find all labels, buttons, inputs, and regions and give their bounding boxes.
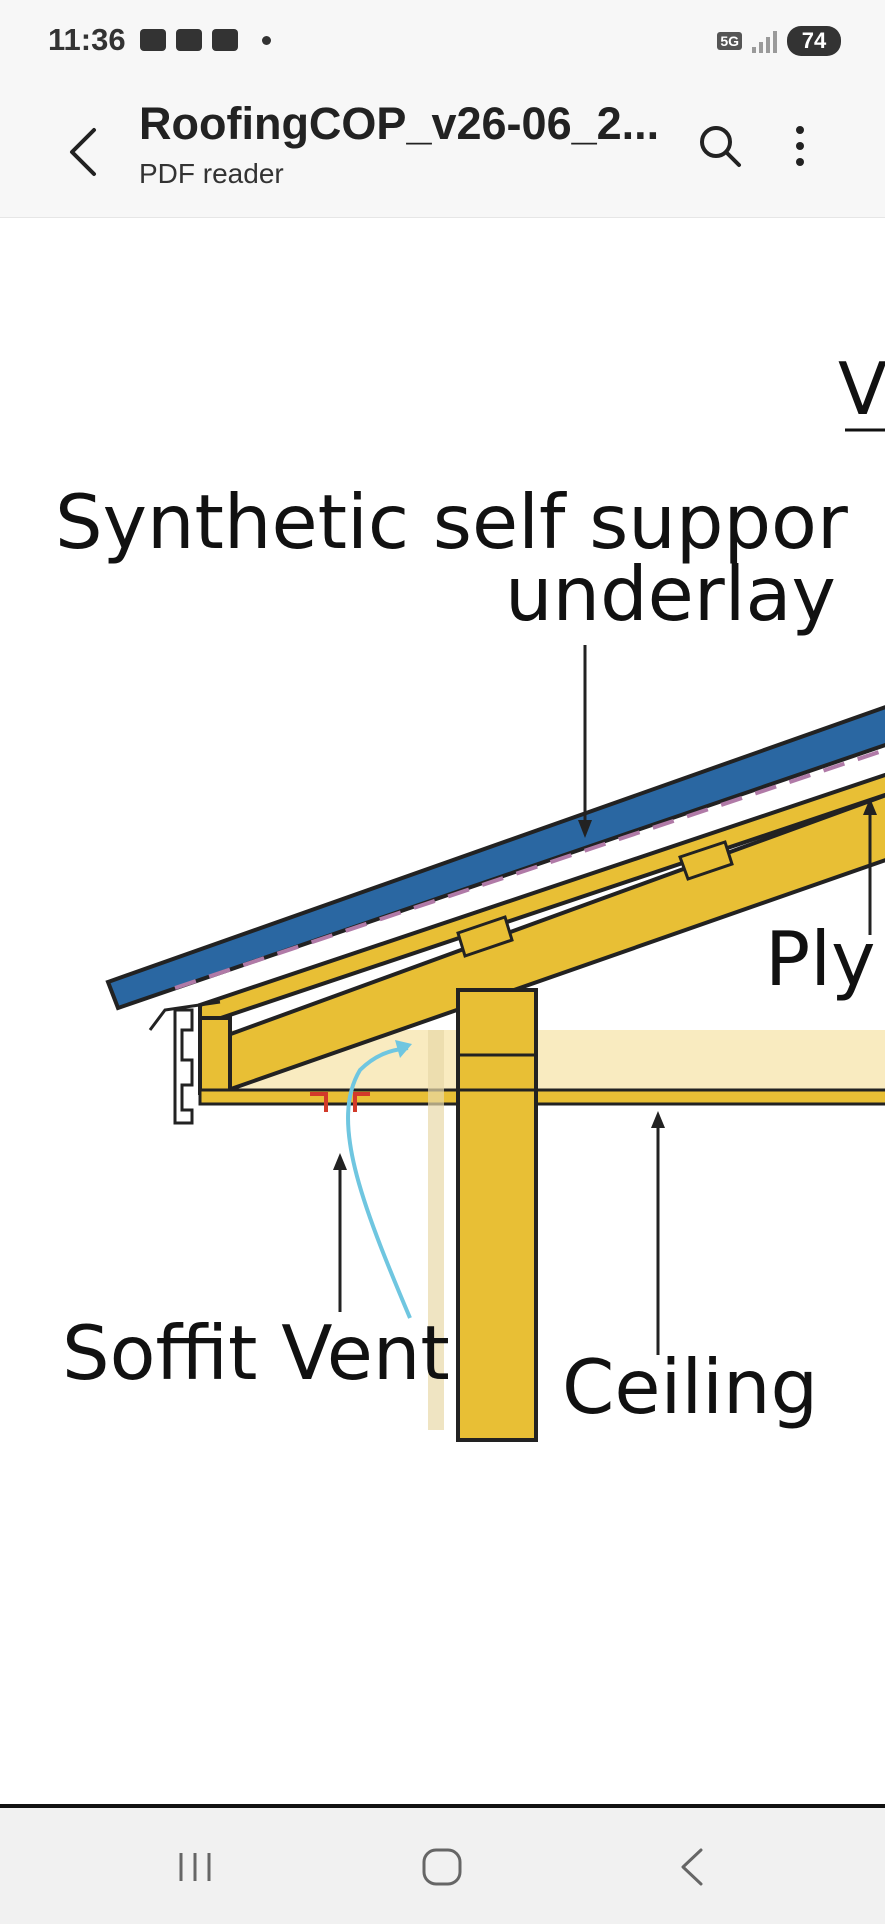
notification-icons bbox=[140, 29, 271, 51]
recents-icon bbox=[179, 1853, 211, 1881]
signal-icon bbox=[752, 29, 777, 53]
gallery-icon bbox=[140, 29, 166, 51]
status-time: 11:36 bbox=[48, 22, 126, 57]
nav-back-icon bbox=[681, 1848, 703, 1886]
batten bbox=[678, 840, 734, 881]
soffit-board bbox=[198, 1088, 885, 1106]
pdf-page-view[interactable]: V Synthetic self suppor underlay Ply Sof… bbox=[0, 218, 885, 1804]
document-title: RoofingCOP_v26-06_2... bbox=[139, 98, 660, 149]
app-bar: RoofingCOP_v26-06_2... PDF reader bbox=[0, 84, 885, 218]
ply-label: Ply bbox=[765, 915, 875, 1003]
roofing-sheet bbox=[105, 705, 885, 1011]
back-button[interactable] bbox=[56, 120, 112, 184]
chevron-left-icon bbox=[70, 128, 96, 176]
soffit-vent-left bbox=[310, 1092, 328, 1112]
home-button[interactable] bbox=[402, 1832, 482, 1902]
airflow-arrowhead bbox=[395, 1040, 412, 1058]
system-nav-bar bbox=[0, 1804, 885, 1924]
search-button[interactable] bbox=[690, 116, 750, 176]
underlay-label-line2: underlay bbox=[505, 550, 836, 638]
gutter bbox=[173, 1008, 194, 1125]
gutter-flashing bbox=[148, 1000, 221, 1031]
roof-diagram: V Synthetic self suppor underlay Ply Sof… bbox=[55, 347, 885, 1442]
status-bar: 11:36 5G 74 bbox=[0, 0, 885, 84]
app-subtitle: PDF reader bbox=[139, 158, 284, 189]
app-notification-icon bbox=[212, 29, 238, 51]
stud bbox=[456, 988, 538, 1442]
more-options-button[interactable] bbox=[770, 116, 830, 176]
diagram-label-top: V bbox=[838, 347, 885, 431]
airflow-arrow bbox=[346, 1046, 412, 1319]
wall-frame-faint bbox=[428, 1030, 444, 1430]
underlay-line bbox=[174, 747, 885, 990]
soffit-vent-label: Soffit Vent bbox=[62, 1309, 450, 1397]
wallet-icon bbox=[176, 29, 202, 51]
search-icon bbox=[700, 126, 741, 167]
more-notifications-dot-icon bbox=[262, 35, 271, 45]
more-vertical-icon bbox=[796, 126, 804, 166]
underlay-label-line1: Synthetic self suppor bbox=[55, 478, 848, 566]
battery-level: 74 bbox=[787, 26, 841, 56]
recents-button[interactable] bbox=[155, 1832, 235, 1902]
ceiling-label: Ceiling bbox=[562, 1343, 818, 1431]
batten bbox=[456, 915, 514, 958]
fascia-end bbox=[198, 1016, 232, 1095]
status-right: 5G 74 bbox=[717, 26, 841, 56]
nav-back-button[interactable] bbox=[652, 1832, 732, 1902]
network-type: 5G bbox=[717, 32, 742, 50]
home-icon bbox=[422, 1848, 462, 1886]
soffit-vent-right bbox=[353, 1092, 370, 1112]
